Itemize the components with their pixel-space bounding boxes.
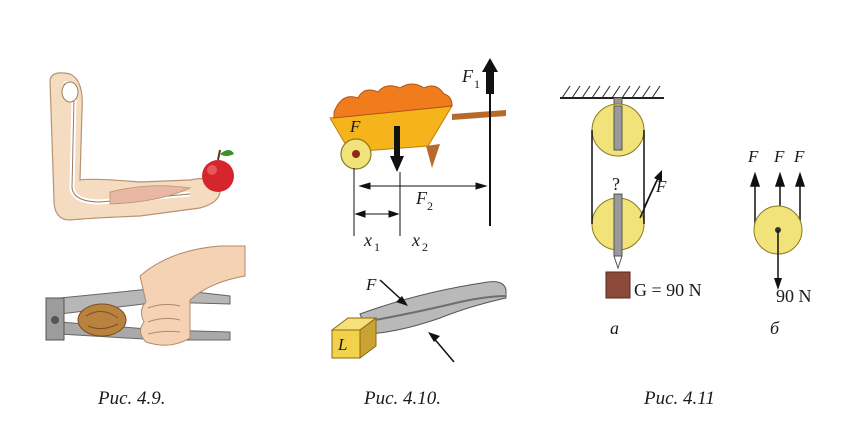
force-f-arrow [390,126,404,172]
ceiling-hatch [560,85,664,99]
label-f1: F [461,66,474,86]
label-x1: x [363,230,372,250]
figure-4-10-wheelbarrow: F 1 F F 2 x 1 x 2 [329,58,506,254]
label-l: L [337,335,347,354]
label-weight: G = 90 N [634,280,702,300]
label-f: F [349,117,361,136]
figure-4-11-a: ? F G = 90 N а [560,85,702,338]
wheelbarrow-illustration [329,83,506,170]
force-arrow-upper [379,279,408,306]
figure-4-11-b: F F F 90 N б [747,147,812,338]
apple-illustration [202,149,234,192]
dimension-lines [353,168,488,236]
force-f-arrow [643,170,662,209]
force-f1-arrow [482,58,498,226]
label-a: а [610,318,619,338]
label-b: б [770,318,780,338]
figure-4-9 [45,72,246,346]
label-question: ? [612,174,620,194]
box-illustration [330,317,378,359]
caption-fig-4-10: Рис. 4.10. [364,388,442,409]
force-arrow-lower [428,332,455,363]
weight-arrow [774,230,782,290]
label-f-2: F [773,147,785,166]
load-block [605,271,631,299]
caption-fig-4-11: Рис. 4.11 [644,388,715,409]
label-f2-subscript: 2 [427,199,433,213]
arm-illustration [49,72,221,221]
label-f-1: F [747,147,759,166]
nutcracker-illustration [45,287,231,341]
label-f-3: F [793,147,805,166]
label-f-tongs: F [365,275,377,294]
lower-pulley [591,193,645,270]
label-x2: x [411,230,420,250]
caption-fig-4-9: Рис. 4.9. [98,388,166,409]
label-x2-subscript: 2 [422,240,428,254]
label-f1-subscript: 1 [474,77,480,91]
label-f2: F [415,188,428,208]
label-weight: 90 N [776,286,812,306]
hand-illustration [139,245,246,346]
label-x1-subscript: 1 [374,240,380,254]
figure-4-10-tongs: L F [330,275,507,363]
label-f: F [655,177,667,196]
upper-pulley [591,97,645,157]
tongs-illustration [359,281,507,335]
